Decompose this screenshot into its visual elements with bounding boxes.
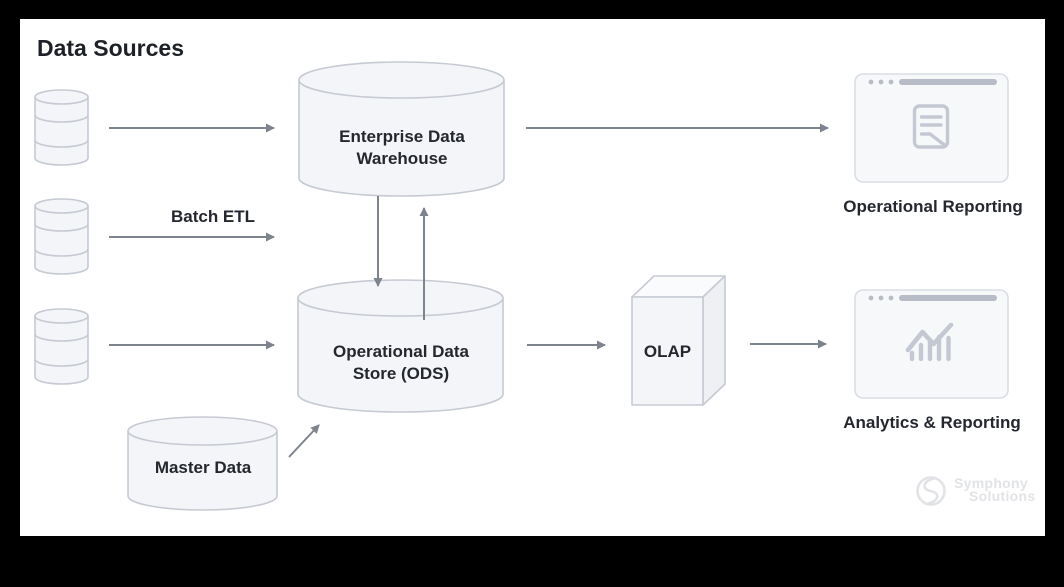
symphony-swirl-icon (916, 476, 946, 506)
edw-cylinder (298, 61, 505, 197)
window-controls-icon (868, 79, 997, 85)
operational-reporting-window (854, 73, 1009, 183)
master-data-label: Master Data (154, 458, 252, 477)
bar-line-chart-icon (905, 322, 954, 362)
ods-label: Operational Data Store (ODS) (332, 342, 470, 383)
flow-arrows (109, 123, 829, 458)
logo-text-line1: Symphony (954, 475, 1028, 491)
edw-label: Enterprise Data Warehouse (339, 127, 465, 168)
window-controls-icon (868, 295, 997, 301)
database-icon (34, 308, 89, 385)
ods-cylinder (297, 279, 504, 413)
olap-label: OLAP (643, 342, 692, 361)
operational-reporting-label: Operational Reporting (843, 197, 1023, 216)
analytics-reporting-label: Analytics & Reporting (843, 413, 1021, 432)
diagram-title: Data Sources (37, 35, 185, 61)
database-icon (34, 89, 89, 166)
logo-text-line2: Solutions (969, 488, 1036, 504)
master-data-cylinder (127, 416, 278, 511)
database-icon (34, 198, 89, 275)
symphony-solutions-logo: Symphony Solutions (954, 475, 1036, 504)
arrow-master-to-ods (288, 424, 320, 458)
report-document-icon (912, 104, 950, 149)
olap-cube (631, 275, 726, 406)
batch-etl-label: Batch ETL (170, 207, 256, 226)
analytics-reporting-window (854, 289, 1009, 399)
